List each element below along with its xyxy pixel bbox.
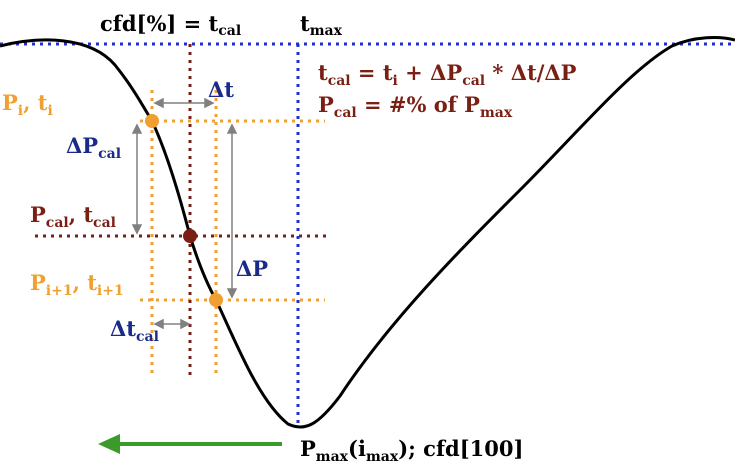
delta-pcal-arrowhead-bottom — [131, 224, 143, 235]
delta-tcal-arrowhead-left — [153, 318, 164, 330]
delta-pcal-arrowhead-top — [131, 123, 143, 134]
pmax-label: Pmax(imax); cfd[100] — [300, 436, 523, 465]
formula-pcal: Pcal = #% of Pmax — [318, 92, 513, 121]
top-tmax-label: tmax — [300, 11, 343, 39]
delta-p-arrowhead-top — [226, 123, 238, 134]
point-cal — [183, 229, 197, 243]
point-i — [145, 114, 159, 128]
point-i1-label: Pi+1, ti+1 — [30, 270, 124, 299]
top-cfd-label: cfd[%] = tcal — [100, 11, 241, 39]
delta-t-arrowhead-left — [153, 97, 164, 109]
signal-curve — [0, 36, 735, 429]
delta-p-label: ΔP — [236, 256, 268, 281]
formula-tcal: tcal = ti + ΔPcal * Δt/ΔP — [318, 60, 577, 89]
direction-arrowhead — [98, 434, 120, 454]
delta-t-label: Δt — [208, 77, 234, 102]
point-i-label: Pi, ti — [2, 90, 53, 119]
delta-p-arrowhead-bottom — [226, 288, 238, 299]
point-i1 — [209, 293, 223, 307]
delta-pcal-label: ΔPcal — [66, 133, 121, 162]
delta-tcal-arrowhead-right — [180, 318, 191, 330]
delta-t-arrowhead-right — [204, 97, 215, 109]
delta-tcal-label: Δtcal — [110, 316, 159, 345]
point-cal-label: Pcal, tcal — [30, 202, 116, 231]
